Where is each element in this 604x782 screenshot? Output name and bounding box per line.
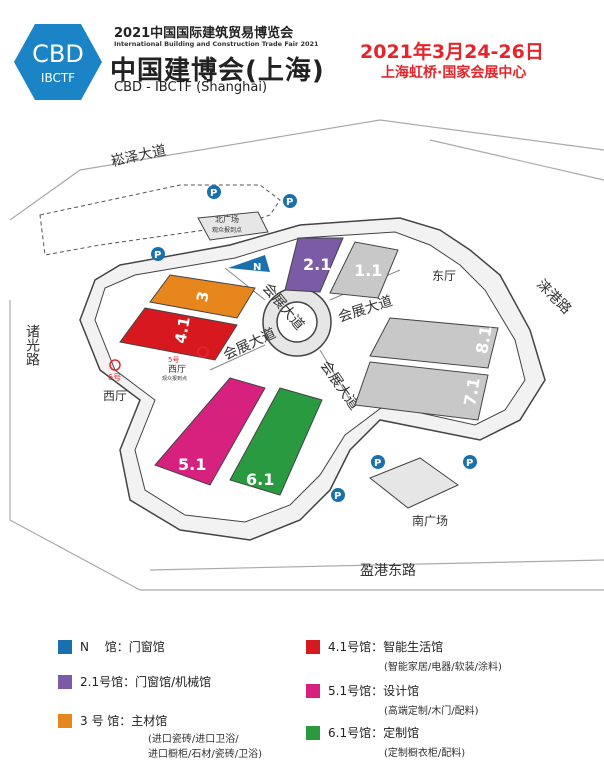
legend-swatch-N (58, 639, 72, 654)
fair-venue: 上海虹桥·国家会展中心 (381, 65, 527, 81)
hall-4.1 (119, 307, 238, 361)
hall-2.1-label: 2.1 (303, 255, 331, 274)
legend-label-4.1: 4.1号馆：智能生活馆 (328, 640, 444, 654)
parking-icon-5: P (463, 455, 477, 469)
legend-swatch-2.1 (58, 674, 72, 689)
hall-8.1 (369, 317, 499, 369)
svg-text:P: P (374, 458, 381, 469)
cbd-logo: CBD IBCTF (14, 24, 102, 100)
svg-text:P: P (466, 458, 473, 469)
parking-icon-2: P (283, 194, 297, 208)
legend-note-5.1: (高端定制/木门/配料) (384, 706, 479, 717)
fair-title-en: International Building and Construction … (114, 40, 319, 48)
legend-label-5.1: 5.1号馆：设计馆 (328, 684, 420, 698)
road-edge-north (9, 119, 604, 221)
venue-map: 会展大道 会展大道 会展大道 会展大道 N 2.1 1.1 3 4.1 5.1 … (9, 119, 604, 591)
road-north-label: 崧泽大道 (110, 143, 168, 170)
hall-5.1-label: 5.1 (178, 455, 206, 474)
svg-text:P: P (154, 250, 161, 261)
west-hall-small-label: 西厅 (168, 364, 186, 375)
fair-title-cn: 中国建博会(上海) (110, 56, 325, 86)
hall-1.1 (329, 241, 399, 299)
legend-note-3: (进口瓷砖/进口卫浴/ 进口橱柜/石材/瓷砖/卫浴) (148, 734, 263, 760)
legend-label-3: 3 号 馆：主材馆 (80, 714, 168, 728)
hall-3-label: 3 (193, 290, 213, 303)
north-plaza-sub: 观众报到点 (212, 226, 242, 234)
metro-6-label: 6号 (108, 373, 121, 382)
legend-label-N: N 馆：门窗馆 (80, 640, 165, 654)
parking-icon-3: P (151, 247, 165, 261)
hall-7.1-label: 7.1 (460, 376, 484, 407)
fair-date: 2021年3月24-26日 (360, 41, 544, 63)
hall-7.1 (354, 361, 489, 421)
north-plaza-building (197, 211, 269, 241)
parking-icon-4: P (371, 455, 385, 469)
legend-label-6.1: 6.1号馆：定制馆 (328, 726, 420, 740)
svg-text:P: P (334, 491, 341, 502)
svg-text:P: P (210, 188, 217, 199)
west-hall-label: 西厅 (103, 389, 127, 403)
road-edge-east (429, 139, 604, 181)
south-plaza-building (369, 457, 459, 509)
logo-sub: IBCTF (41, 71, 75, 85)
legend-swatch-4.1 (306, 639, 320, 654)
hall-5.1 (154, 377, 266, 486)
hall-N (228, 255, 270, 272)
hall-N-label: N (253, 262, 261, 273)
hall-3 (149, 274, 256, 319)
road-south-label: 盈港东路 (360, 563, 416, 579)
legend-note-4.1: (智能家居/电器/软装/涂料) (384, 662, 502, 673)
legend-label-2.1: 2.1号馆：门窗馆/机械馆 (80, 675, 212, 689)
road-west-label: 诸光路 (24, 324, 40, 366)
east-hall-label: 东厅 (432, 269, 456, 283)
legend-swatch-5.1 (306, 683, 320, 698)
hall-2.1 (284, 237, 344, 293)
hall-6.1-label: 6.1 (246, 470, 274, 489)
metro-5-label: 5号 (168, 356, 179, 364)
legend-swatch-3 (58, 713, 72, 728)
logo-text: CBD (32, 40, 84, 68)
svg-text:P: P (286, 197, 293, 208)
fair-title: 2021中国国际建筑贸易博览会 (114, 26, 294, 41)
hall-1.1-label: 1.1 (354, 261, 382, 280)
hall-8.1-label: 8.1 (472, 324, 496, 355)
legend-swatch-6.1 (306, 725, 320, 740)
hall-6.1 (229, 387, 323, 496)
north-plaza-label: 北广场 (215, 214, 239, 224)
parking-icon-6: P (331, 488, 345, 502)
metro-5-icon (197, 346, 209, 358)
road-east-label: 涞港路 (533, 277, 574, 318)
fair-abbr: CBD - IBCTF (Shanghai) (114, 80, 268, 95)
parking-icon-1: P (207, 185, 221, 199)
hall-4.1-label: 4.1 (171, 315, 193, 344)
road-edge-south (9, 300, 604, 591)
metro-6-icon (109, 359, 121, 371)
legend-note-6.1: (定制橱衣柜/配料) (384, 748, 466, 759)
west-hall-small-sub: 观众报到点 (162, 375, 187, 382)
south-plaza-label: 南广场 (412, 513, 448, 528)
